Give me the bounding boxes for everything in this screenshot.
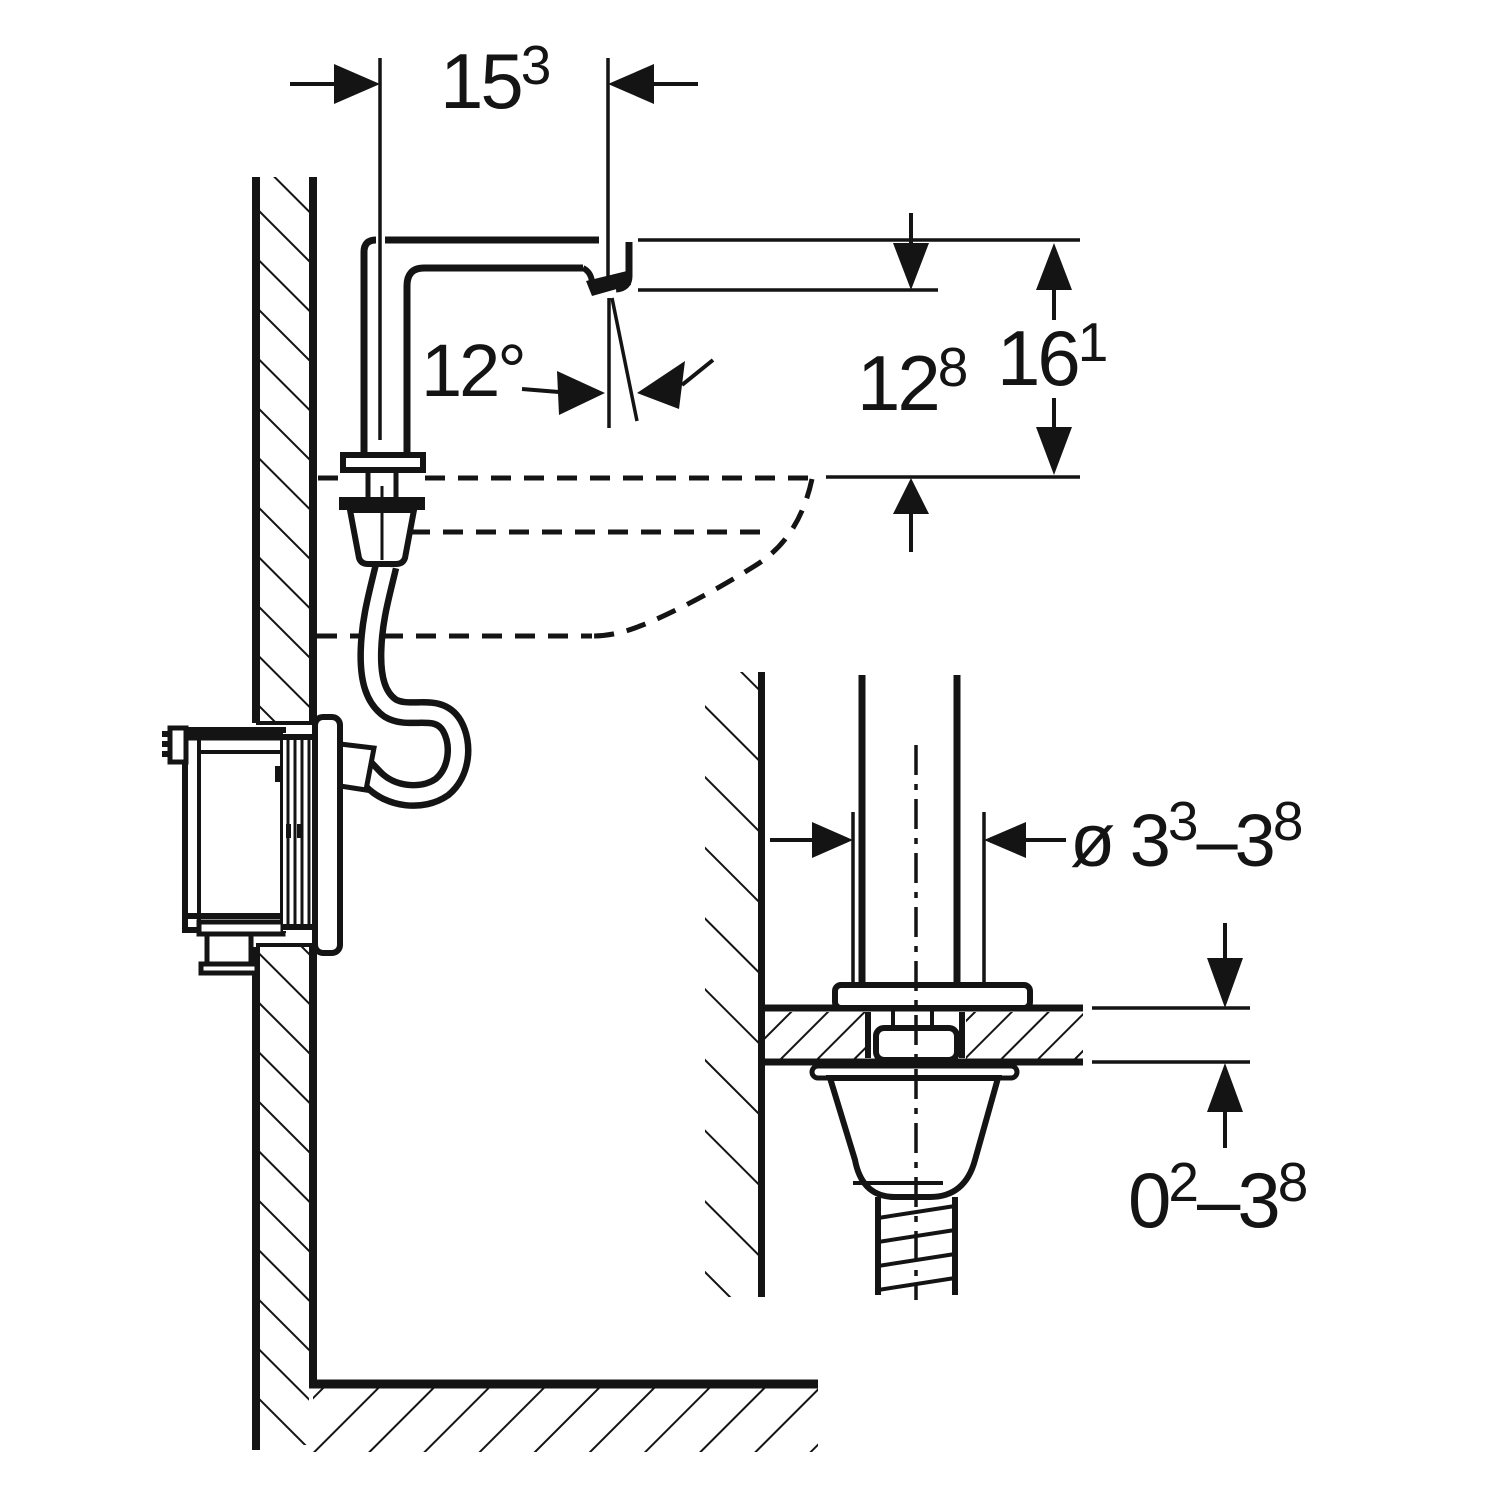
dimension-label-angle: 12° bbox=[421, 329, 524, 412]
mounting-plate bbox=[832, 982, 1033, 1011]
arrowhead-left-icon bbox=[637, 361, 685, 409]
detail-view: ø 33–38 bbox=[705, 672, 1309, 1300]
arrowhead-down-icon bbox=[1207, 958, 1243, 1008]
faucet-aerator bbox=[586, 271, 631, 296]
arrowhead-down-icon bbox=[1036, 427, 1072, 475]
dimension-deck-thickness: 02–38 bbox=[1092, 923, 1309, 1244]
box-clip-tooth bbox=[162, 741, 171, 747]
dimension-label-deck-thickness: 02–38 bbox=[1128, 1151, 1307, 1244]
dimension-heights: 128 161 bbox=[638, 213, 1108, 552]
arrowhead-left-icon bbox=[984, 822, 1026, 858]
arrowhead-down-icon bbox=[893, 243, 929, 290]
arrowhead-up-icon bbox=[1036, 243, 1072, 290]
arrow-tail bbox=[521, 387, 560, 394]
dimension-label-spout-reach: 153 bbox=[440, 34, 550, 125]
dimension-label-hole-diameter: ø 33–38 bbox=[1070, 790, 1302, 882]
box-foot-flange bbox=[198, 961, 260, 976]
sleeve-latch bbox=[286, 824, 291, 838]
faucet-spout-bottom bbox=[403, 264, 583, 460]
faucet-base-plate bbox=[340, 452, 426, 473]
arrowhead-right-icon bbox=[334, 64, 380, 104]
box-clip-tooth bbox=[162, 731, 171, 737]
faucet bbox=[339, 236, 633, 567]
basin-front-curve bbox=[591, 478, 815, 639]
stream-angled-line bbox=[610, 297, 639, 422]
floor-hatch bbox=[313, 1388, 818, 1452]
sleeve-latch bbox=[297, 824, 302, 838]
box-foot bbox=[204, 931, 254, 967]
main-section-view: 153 12° 128 161 bbox=[162, 34, 1108, 1452]
fastening-cone bbox=[825, 1075, 1002, 1200]
detail-wall-line bbox=[758, 672, 765, 1297]
detail-wall-hatch bbox=[705, 672, 758, 1297]
dimension-spout-angle: 12° bbox=[421, 329, 715, 415]
arrowhead-up-icon bbox=[893, 478, 929, 514]
faucet-riser-left bbox=[360, 236, 377, 460]
fastening-hardware bbox=[809, 745, 1033, 1300]
slab-hatch-right bbox=[966, 1012, 1083, 1059]
arrowhead-right-icon bbox=[557, 371, 605, 415]
thread-line bbox=[877, 1204, 956, 1220]
dimension-spout-reach: 153 bbox=[290, 34, 698, 440]
dimension-label-outlet-height: 128 bbox=[857, 336, 967, 427]
water-stream bbox=[607, 297, 639, 428]
box-cover-plate bbox=[312, 714, 343, 956]
arrowhead-right-icon bbox=[812, 822, 853, 858]
function-box bbox=[162, 714, 343, 976]
box-sleeve bbox=[283, 733, 315, 931]
arrowhead-up-icon bbox=[1207, 1063, 1243, 1112]
dimension-label-spout-height: 161 bbox=[997, 311, 1106, 402]
hose-fitting bbox=[337, 741, 377, 793]
arrow-tail bbox=[680, 358, 715, 387]
thread-line bbox=[877, 1276, 956, 1292]
floor bbox=[309, 1379, 818, 1452]
arrowhead-left-icon bbox=[608, 64, 654, 104]
hose-inner bbox=[346, 564, 465, 803]
slab-hatch-left bbox=[765, 1012, 865, 1059]
supply-hose bbox=[337, 562, 472, 809]
box-connector-notch bbox=[275, 766, 284, 782]
box-clip bbox=[167, 725, 189, 765]
dimension-hole-diameter: ø 33–38 bbox=[770, 790, 1304, 985]
box-clip-tooth bbox=[162, 751, 171, 757]
